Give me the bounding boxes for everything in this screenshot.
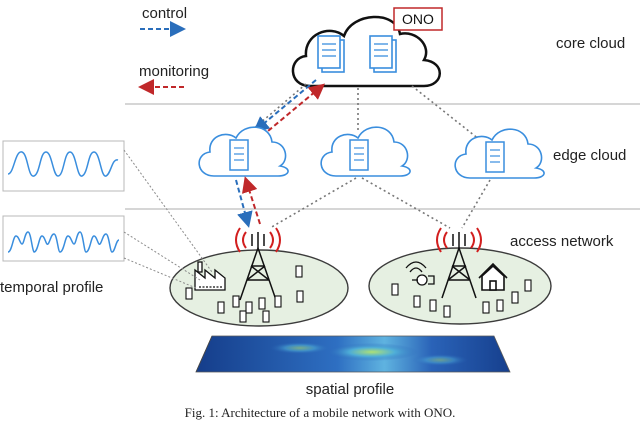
phone-icon xyxy=(185,265,304,323)
radio-waves-icon xyxy=(235,227,281,253)
edge-cloud-middle xyxy=(320,126,411,177)
monitoring-arrow-edge-core xyxy=(261,83,326,137)
iot-devices-icon xyxy=(405,261,435,286)
temporal-profile-connectors xyxy=(123,149,213,289)
factory-icon xyxy=(194,261,226,291)
legend-control-label: control xyxy=(142,5,187,22)
edge-cloud-left xyxy=(198,126,289,177)
access-cell-right xyxy=(368,227,552,325)
tier-label-access: access network xyxy=(510,233,614,250)
monitoring-arrow-access-edge xyxy=(242,176,261,225)
fronthaul-links xyxy=(269,177,491,229)
server-icon xyxy=(229,139,249,171)
server-icon xyxy=(485,141,505,173)
cell-tower-icon xyxy=(239,232,277,301)
phone-icon xyxy=(391,279,532,318)
server-icon xyxy=(349,139,369,171)
control-arrow-edge-access xyxy=(235,179,253,228)
temporal-profile-chart-bottom xyxy=(2,215,125,262)
edge-cloud-right xyxy=(454,128,545,179)
backhaul-links xyxy=(251,83,481,141)
home-icon xyxy=(478,262,508,291)
radio-waves-icon xyxy=(436,227,482,253)
server-icon xyxy=(369,35,397,73)
access-cell-left xyxy=(169,227,349,327)
tier-label-core: core cloud xyxy=(556,35,625,52)
ono-label: ONO xyxy=(402,11,434,27)
ono-badge xyxy=(393,7,443,31)
spatial-profile-label: spatial profile xyxy=(306,381,394,398)
figure-caption: Fig. 1: Architecture of a mobile network… xyxy=(184,405,456,420)
temporal-profile-label: temporal profile xyxy=(0,279,103,296)
cell-tower-icon xyxy=(441,232,477,299)
server-icon xyxy=(317,35,345,73)
legend-monitoring-label: monitoring xyxy=(139,63,209,80)
tier-label-edge: edge cloud xyxy=(553,147,626,164)
control-arrow-core-edge xyxy=(252,79,317,133)
temporal-profile-chart-top xyxy=(2,140,125,192)
spatial-profile-heatmap xyxy=(195,335,511,373)
core-cloud: ONO xyxy=(291,7,443,88)
